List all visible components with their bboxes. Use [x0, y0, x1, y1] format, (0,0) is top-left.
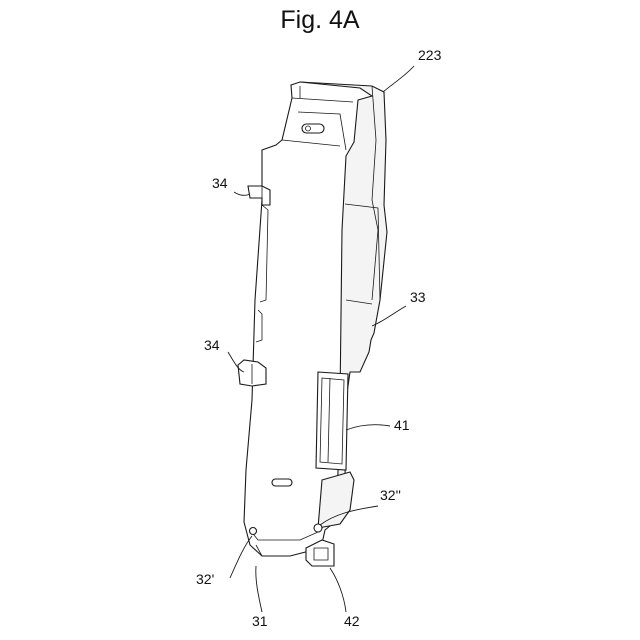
- tab-34-upper: [248, 186, 270, 205]
- label-42: 42: [344, 613, 360, 629]
- label-223: 223: [418, 47, 442, 63]
- label-41: 41: [394, 417, 410, 433]
- label-32p: 32': [196, 571, 214, 587]
- label-33: 33: [410, 289, 426, 305]
- part-41: [316, 372, 348, 470]
- label-34-upper: 34: [212, 175, 228, 191]
- label-32pp: 32'': [380, 487, 401, 503]
- part-32p: [250, 528, 257, 535]
- label-31: 31: [252, 613, 268, 629]
- label-34-lower: 34: [204, 337, 220, 353]
